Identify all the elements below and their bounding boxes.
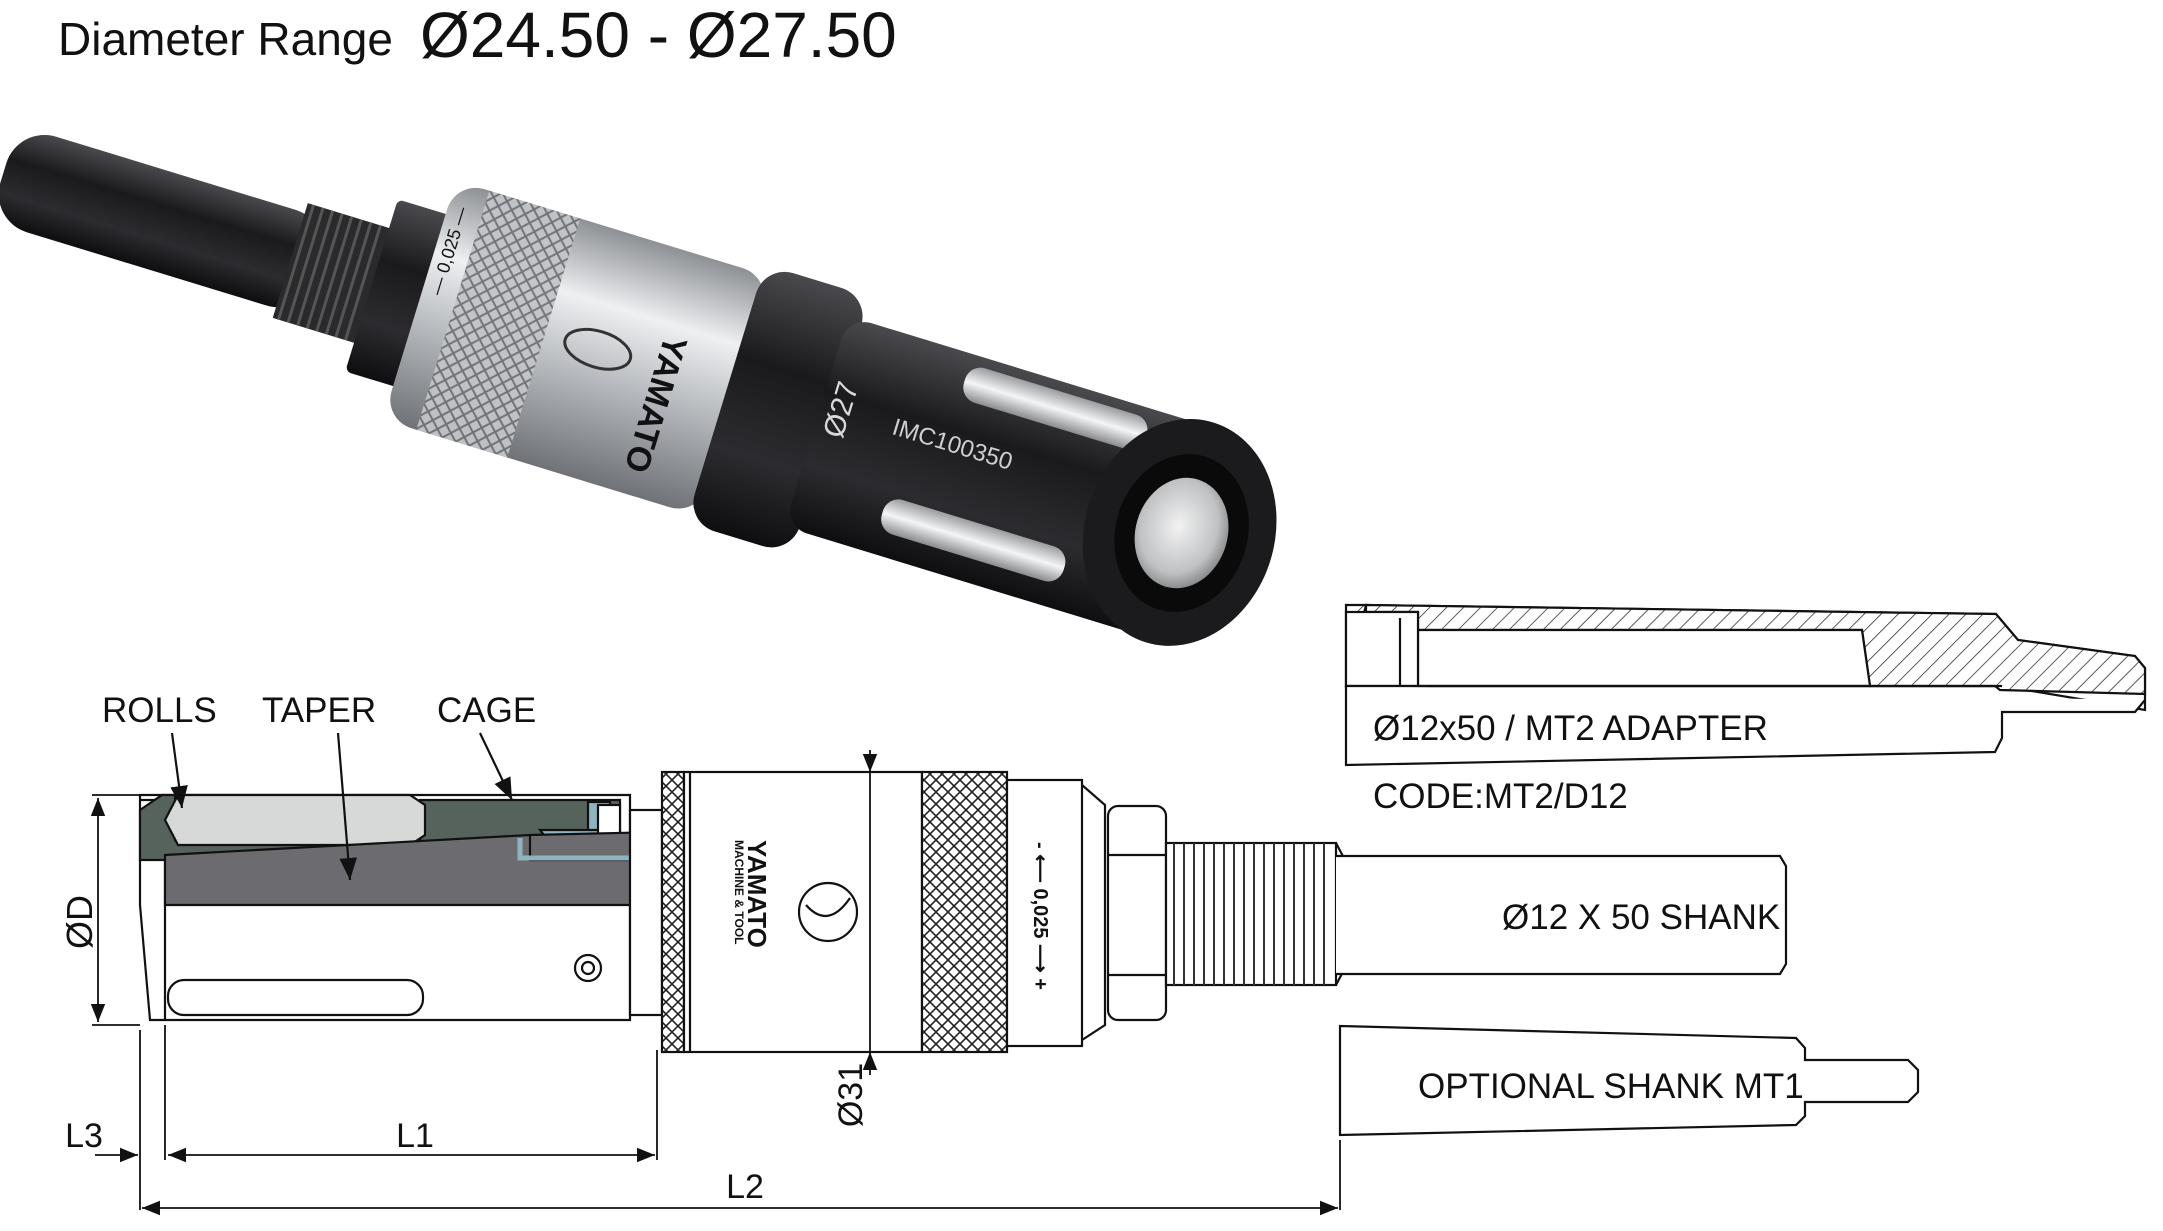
- side-drawing: [138, 770, 1338, 1054]
- dim-l3: L3: [65, 1117, 103, 1155]
- adapter-label: Ø12x50 / MT2 ADAPTER: [1373, 709, 1768, 748]
- drawing-brand-sub: MACHINE & TOOL: [732, 840, 746, 944]
- logo-icon: [797, 881, 859, 943]
- callout-leaders: [170, 732, 513, 881]
- dim-l2: L2: [726, 1168, 764, 1206]
- adapter-code: CODE:MT2/D12: [1373, 777, 1628, 816]
- callout-rolls: ROLLS: [102, 691, 217, 730]
- roll-slot: [166, 978, 425, 1017]
- dim-d: ØD: [59, 895, 100, 949]
- rear-knurl-band: [920, 770, 1009, 1054]
- rolls-section: [163, 793, 427, 847]
- render-nut: [346, 200, 449, 387]
- optional-shank-outline: [1338, 1024, 1920, 1137]
- thread-lines: [1173, 843, 1325, 985]
- dim-d31: Ø31: [832, 1063, 870, 1127]
- product-render: — 0,025 — YAMATO Ø27 IMC100350: [0, 134, 1277, 646]
- adjuster-body: [682, 770, 924, 1054]
- render-knurl: [416, 190, 581, 458]
- diameter-range-label: Diameter Range: [58, 13, 393, 65]
- render-shank: [0, 134, 324, 308]
- callout-taper: TAPER: [262, 691, 376, 730]
- thread-section: [1164, 841, 1338, 987]
- dim-l1: L1: [396, 1117, 434, 1155]
- render-ring: [693, 271, 863, 548]
- drawing-brand: YAMATO: [742, 840, 772, 948]
- hex-nut: [1106, 804, 1168, 1022]
- render-logo-icon: [563, 327, 633, 371]
- render-roll-2: [881, 499, 1066, 582]
- drawing-scale-mark: - ⟵ 0,025 ⟶ +: [1029, 842, 1051, 990]
- optional-shank-label: OPTIONAL SHANK MT1: [1418, 1067, 1804, 1106]
- set-screw-icon: [573, 953, 603, 983]
- straight-shank-outline: [1336, 854, 1788, 976]
- scale-body: [1005, 778, 1084, 1048]
- front-knurl-ring: [660, 770, 686, 1054]
- render-taper-face: [1134, 477, 1229, 589]
- straight-shank-label: Ø12 X 50 SHANK: [1502, 898, 1780, 937]
- callout-cage: CAGE: [437, 691, 536, 730]
- render-roll-1: [963, 367, 1148, 450]
- mt2-adapter: [1344, 603, 2147, 767]
- dimension-lines: [90, 750, 1341, 1216]
- diameter-range-value: Ø24.50 - Ø27.50: [420, 0, 897, 71]
